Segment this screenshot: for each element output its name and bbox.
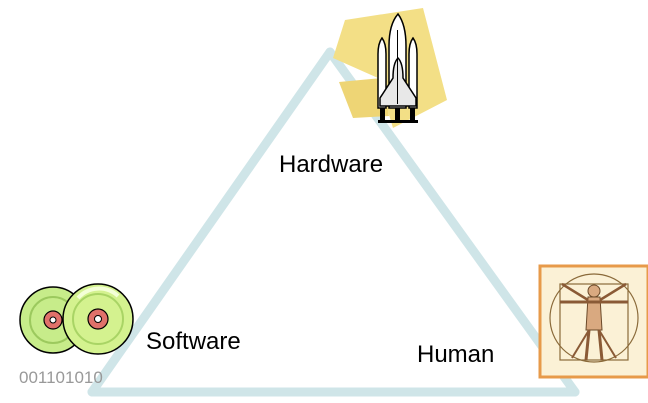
software-label: Software <box>146 328 241 355</box>
vitruvian-leg-spread-left <box>571 329 590 359</box>
space-shuttle-icon <box>333 8 447 128</box>
disc-front-shine <box>76 286 120 300</box>
vitruvian-circle <box>549 273 639 363</box>
disc-front-ring <box>72 293 124 345</box>
shuttle-engine-left <box>380 108 385 120</box>
vitruvian-leg-right <box>597 329 604 361</box>
vitruvian-leg-spread-right <box>598 329 617 359</box>
shuttle-engine-base <box>378 120 418 123</box>
vitruvian-arm-raised-left <box>561 282 589 302</box>
vitruvian-square <box>559 283 629 361</box>
vitruvian-arm-raised-right <box>599 282 627 302</box>
vitruvian-torso <box>585 296 603 331</box>
vitruvian-leg-left <box>584 329 591 361</box>
triangle-edge-left <box>87 47 335 397</box>
binary-caption: 001101010 <box>19 368 103 387</box>
shuttle-engine-center <box>395 108 400 120</box>
hardware-label: Hardware <box>279 151 384 178</box>
vitruvian-head <box>587 284 601 298</box>
shuttle-backdrop-lower <box>339 78 389 118</box>
compact-discs-icon <box>19 283 134 355</box>
disc-front-hole <box>94 315 102 323</box>
vitruvian-man-icon <box>538 264 648 379</box>
human-label: Human <box>417 341 495 368</box>
disc-back-hole <box>49 316 57 324</box>
shuttle-engine-right <box>410 108 415 120</box>
